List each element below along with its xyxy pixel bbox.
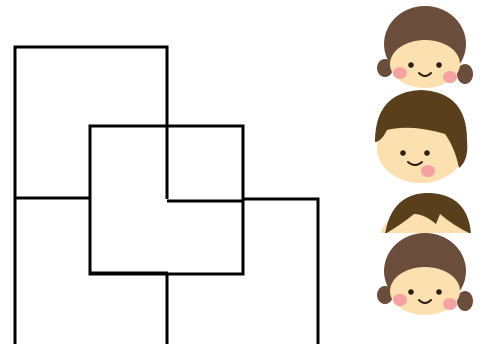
girl-face-icon-2 xyxy=(377,233,473,315)
boy-face-icon xyxy=(375,90,467,183)
room-layout-drawing xyxy=(15,47,318,344)
girl-face-icon xyxy=(377,6,473,88)
